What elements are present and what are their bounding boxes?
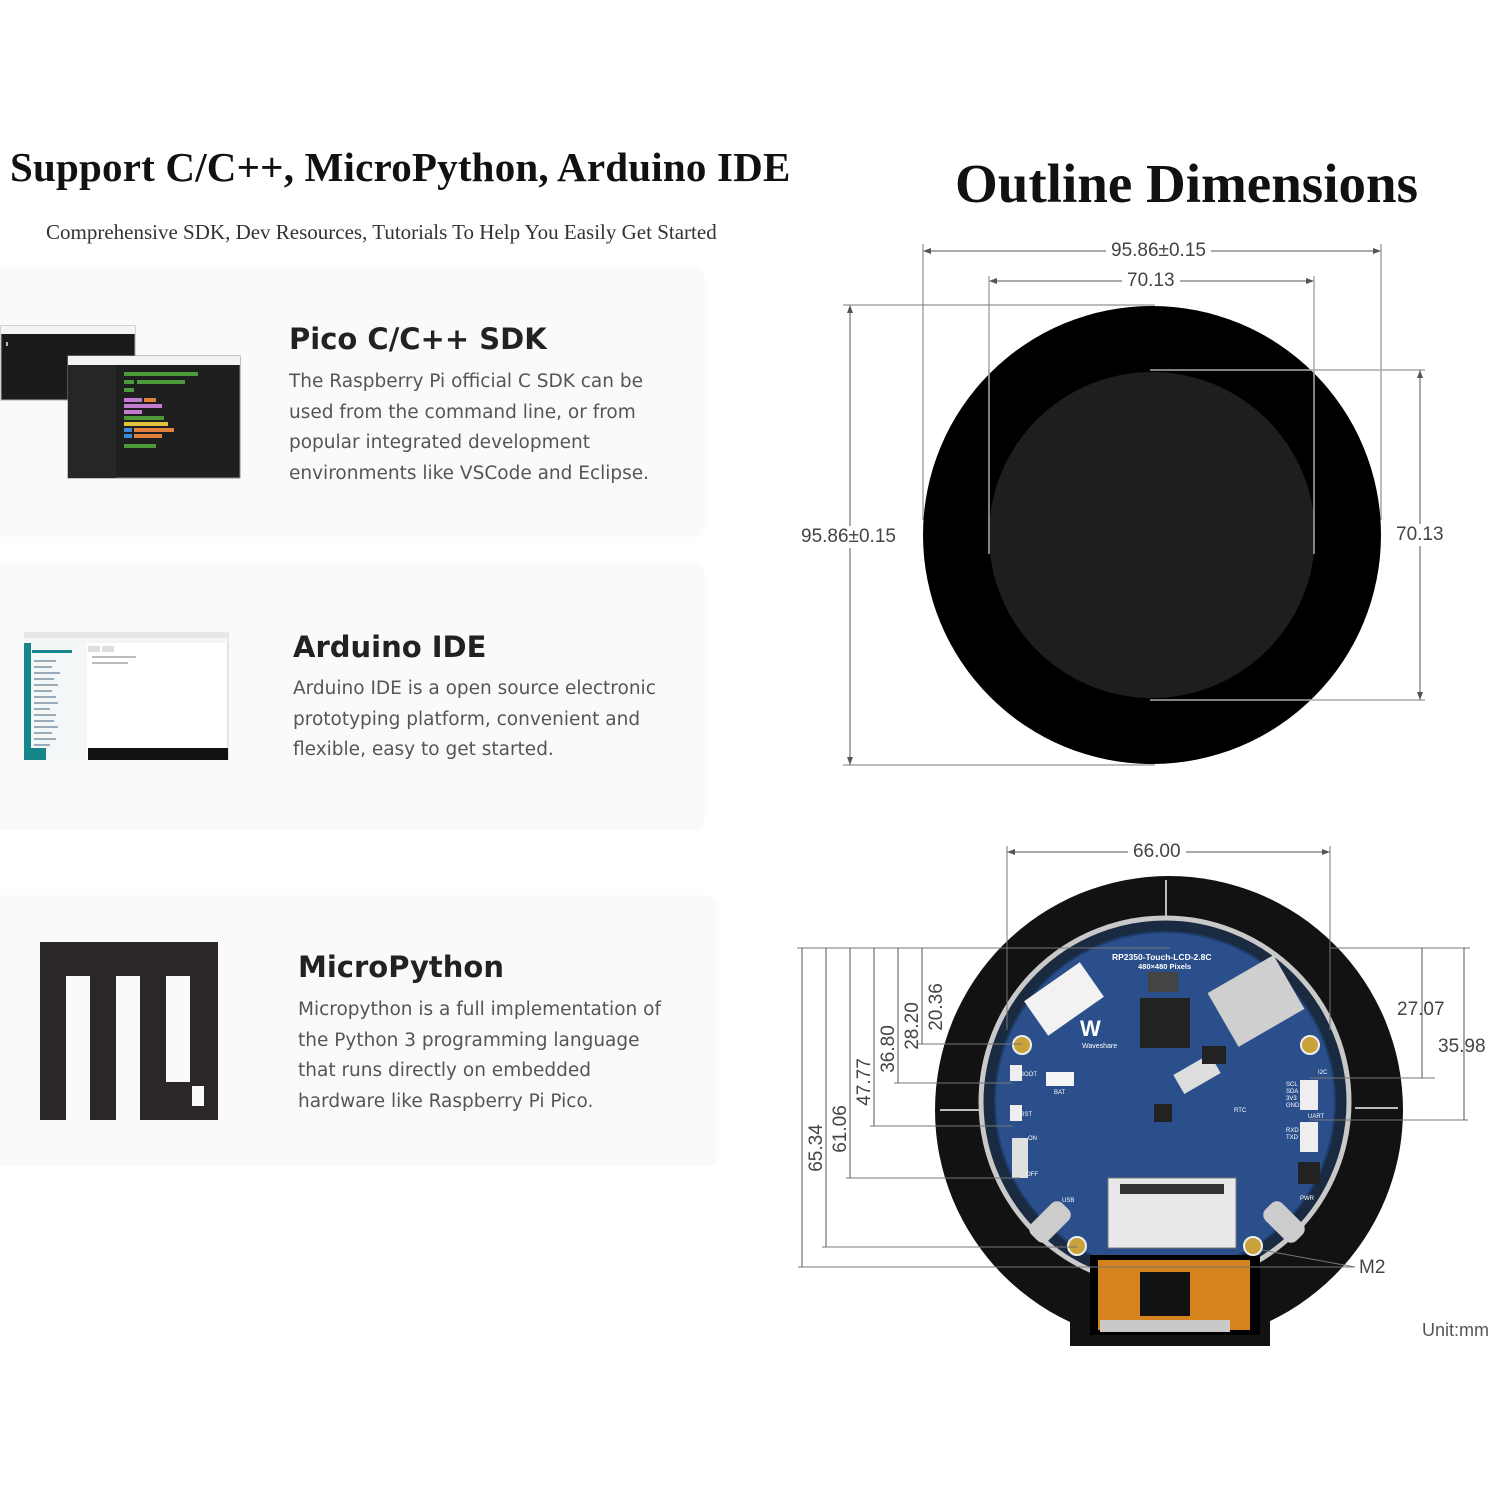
back-dim-v3: 36.80 [877, 1025, 899, 1073]
board-label-sda: SDA [1286, 1089, 1299, 1095]
board-label-txd: TXD [1286, 1135, 1298, 1141]
board-label-pwr: PWR [1300, 1196, 1314, 1202]
board-label-rtc: RTC [1234, 1108, 1247, 1114]
card-description: Micropython is a full implementation of … [298, 999, 661, 1113]
front-outer-height-label: 95.86±0.15 [796, 526, 901, 548]
card-title: Pico C/C++ SDK [289, 322, 547, 356]
card-description: The Raspberry Pi official C SDK can be u… [289, 371, 650, 485]
board-label-on: ON [1028, 1136, 1037, 1142]
back-dim-v1: 20.36 [925, 983, 947, 1031]
front-display-width-label: 70.13 [1122, 270, 1180, 292]
micropython-logo-icon [40, 942, 218, 1120]
back-dim-v5: 61.06 [829, 1105, 851, 1153]
card-description: Arduino IDE is a open source electronic … [293, 678, 656, 761]
arduino-ide-window-icon [24, 632, 229, 760]
card-title: Arduino IDE [293, 630, 487, 664]
board-label-uart: UART [1308, 1114, 1325, 1120]
board-label-boot: BOOT [1020, 1072, 1038, 1078]
left-heading: Support C/C++, MicroPython, Arduino IDE [10, 144, 791, 190]
card-micropython: MicroPython Micropython is a full implem… [0, 898, 714, 1164]
board-label-3v3: 3V3 [1286, 1096, 1297, 1102]
left-subheading: Comprehensive SDK, Dev Resources, Tutori… [46, 220, 717, 244]
back-board-width-label: 66.00 [1128, 841, 1186, 863]
board-subtitle: 480×480 Pixels [1138, 962, 1192, 971]
outline-dimensions-heading: Outline Dimensions [955, 153, 1418, 214]
back-dim-v2: 28.20 [901, 1002, 923, 1050]
front-display-height-label: 70.13 [1391, 524, 1449, 546]
board-label-rxd: RXD [1286, 1128, 1299, 1134]
board-brand: Waveshare [1082, 1043, 1118, 1050]
unit-label: Unit:mm [1422, 1320, 1489, 1340]
terminal-code-icon [0, 325, 241, 479]
board-title: RP2350-Touch-LCD-2.8C [1112, 952, 1212, 962]
board-label-rst: RST [1020, 1112, 1032, 1118]
card-pico-sdk: Pico C/C++ SDK The Raspberry Pi official… [0, 270, 702, 534]
board-label-gnd: GND [1286, 1103, 1300, 1109]
board-label-bat: BAT [1054, 1090, 1066, 1096]
board-label-scl: SCL [1286, 1082, 1298, 1088]
back-dim-v6: 65.34 [805, 1124, 827, 1172]
display-panel [989, 372, 1315, 698]
card-arduino-ide: Arduino IDE Arduino IDE is a open source… [0, 566, 702, 828]
board-label-usb: USB [1062, 1198, 1075, 1204]
back-dim-v4: 47.77 [853, 1058, 875, 1106]
board-label-i2c: I2C [1318, 1070, 1328, 1076]
board-label-off: OFF [1026, 1172, 1038, 1178]
waveshare-logo-icon: W [1080, 1016, 1101, 1041]
back-dim-r1: 27.07 [1397, 999, 1445, 1020]
mounting-hole-label: M2 [1359, 1257, 1386, 1278]
back-dim-r2: 35.98 [1438, 1036, 1486, 1057]
front-outer-width-label: 95.86±0.15 [1106, 240, 1211, 262]
card-title: MicroPython [298, 950, 504, 984]
